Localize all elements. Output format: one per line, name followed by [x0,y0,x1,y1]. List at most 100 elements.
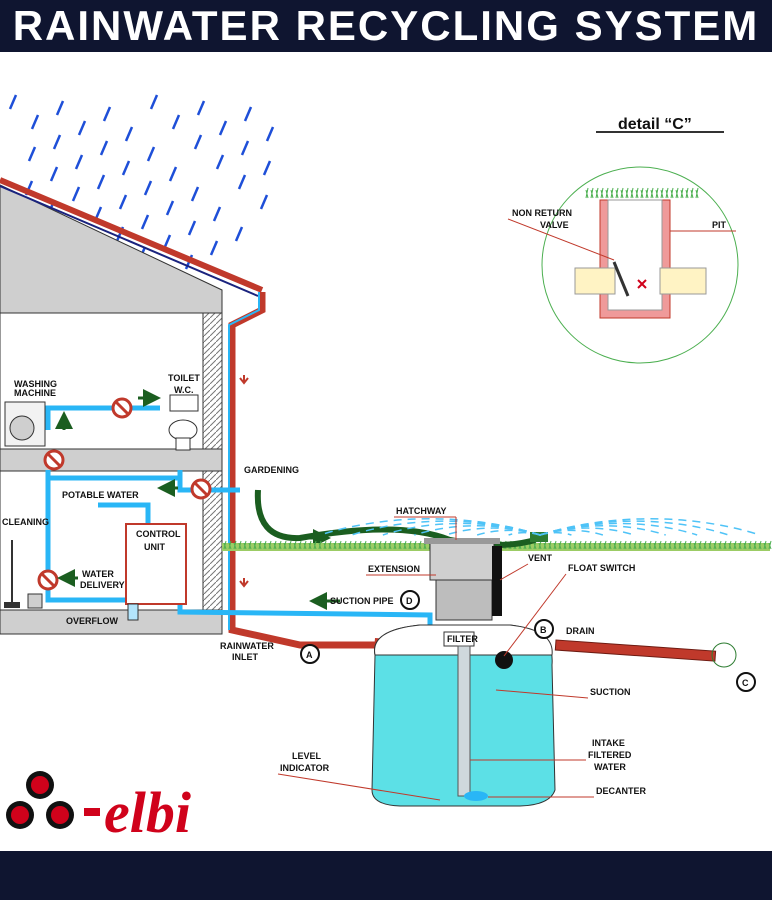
grass-blade [263,540,267,550]
toilet-label: TOILET [168,373,200,383]
rain-drop [27,146,37,162]
rain-drop [118,194,128,210]
intake-label-2: FILTERED [588,750,632,760]
rain-drop [8,94,18,110]
grass-blade [283,540,287,550]
drain-label: DRAIN [566,626,595,636]
grass-blade [713,540,717,550]
grass-blade [588,540,592,550]
grass-blade [653,540,657,550]
grass-blade [308,540,312,550]
grass-blade [738,540,742,550]
no-drink-signs [37,397,212,591]
rain-drop [168,166,178,182]
grass-blade [600,187,604,199]
grass-blade [293,540,297,550]
grass-blade [318,540,322,550]
rain-drop [96,174,106,190]
rain-drop [102,106,112,122]
grass-blade [563,540,567,550]
marker-c: C [742,678,749,688]
logo-text: elbi [104,780,191,845]
rain-drop [237,174,247,190]
rain-drop [140,214,150,230]
grass-blade [343,540,347,550]
grass-blade [670,187,674,199]
grass-blade [253,540,257,550]
grass-blade [660,187,664,199]
pit-label: PIT [712,220,727,230]
intake-label-1: INTAKE [592,738,625,748]
grass-blade [403,540,407,550]
grass-blade [610,187,614,199]
grass-blade [223,540,227,550]
grass-blade [323,540,327,550]
grass-blade [368,540,372,550]
grass-blade [353,540,357,550]
grass-blade [678,540,682,550]
marker-d: D [406,596,413,606]
wc-label: W.C. [174,385,194,395]
rain-drop [196,100,206,116]
water-delivery-label-1: WATER [82,569,114,579]
decanter-label: DECANTER [596,786,647,796]
suction-label: SUCTION [590,687,631,697]
marker-circles [300,590,756,692]
grass-blade [698,540,702,550]
grass-blade [663,540,667,550]
grass-blade [388,540,392,550]
grass-blade [635,187,639,199]
grass-blade [655,187,659,199]
grass-blade [378,540,382,550]
grass-blade [533,540,537,550]
grass-blade [288,540,292,550]
rain-drop [99,140,109,156]
rain-drop [143,180,153,196]
grass-blade [668,540,672,550]
grass-blade [753,540,757,550]
grass-blade [718,540,722,550]
grass-blade [625,187,629,199]
rain-drop [190,186,200,202]
grass-blade [743,540,747,550]
rain-drop [74,154,84,170]
grass-blade [408,540,412,550]
filter-label: FILTER [447,634,478,644]
grass-blade [373,540,377,550]
grass-blade [338,540,342,550]
grass-blade [615,187,619,199]
rain-drop [240,140,250,156]
grass-blade [693,540,697,550]
grass-blade [645,187,649,199]
rain-drop [30,114,40,130]
water-delivery-label-2: DELIVERY [80,580,125,590]
rain-drop [259,194,269,210]
grass-blade [618,540,622,550]
grass-blade [673,540,677,550]
extension-label: EXTENSION [368,564,420,574]
grass-blade [398,540,402,550]
grass-blade [763,540,767,550]
grass-blade [248,540,252,550]
rain-drop [149,94,159,110]
rain-drop [71,186,81,202]
grass-blade [328,540,332,550]
rain-drop [124,126,134,142]
footer-banner [0,851,772,900]
grass-blade [273,540,277,550]
marker-b: B [540,625,547,635]
control-unit-box [125,523,187,605]
rain-drop [262,160,272,176]
grass-blade [418,540,422,550]
intake-label-3: WATER [594,762,626,772]
rain-drop [52,134,62,150]
grass-blade [630,187,634,199]
grass-blade [333,540,337,550]
grass-blade [638,540,642,550]
grass-blade [383,540,387,550]
rain-drop [265,126,275,142]
grass-blade [623,540,627,550]
grass-blade [598,540,602,550]
grass-blade [583,540,587,550]
